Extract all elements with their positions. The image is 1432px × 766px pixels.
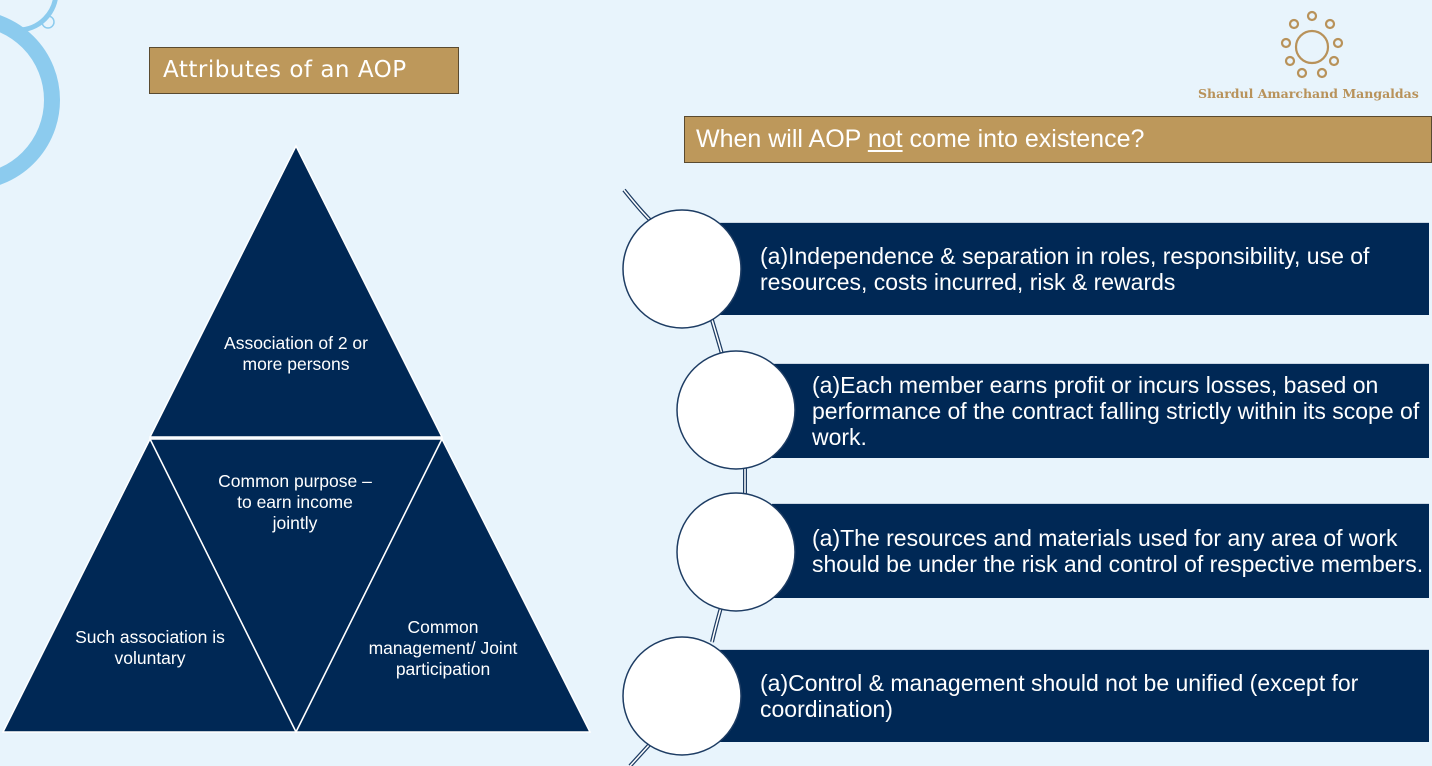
triangle-bottom-left (1, 437, 298, 733)
timeline-node (622, 209, 742, 329)
triangle-diagram (1, 144, 592, 734)
timeline-node (622, 636, 742, 756)
decor-ring-large (0, 15, 60, 185)
condition-item: (a)Control & management should not be un… (720, 649, 1429, 742)
condition-item: (a)The resources and materials used for … (772, 503, 1429, 598)
condition-text: (a)Independence & separation in roles, r… (760, 243, 1370, 295)
timeline-node (676, 350, 796, 470)
condition-text: (a)The resources and materials used for … (812, 525, 1424, 577)
decorative-circles (0, 0, 60, 185)
title-before: When will AOP (696, 125, 868, 153)
title-emphasis: not (867, 125, 903, 153)
logo-text: Shardul Amarchand Mangaldas (1198, 86, 1419, 101)
timeline-node (676, 492, 796, 612)
condition-item: (a)Independence & separation in roles, r… (720, 222, 1429, 315)
sun-dots-icon (1280, 10, 1344, 79)
triangle-bottom-right (294, 437, 592, 733)
decor-dot (41, 15, 55, 29)
triangle-top-label: Association of 2 or more persons (224, 333, 368, 374)
triangle-center-label: Common purpose – to earn income jointly (218, 471, 372, 533)
title-after: come into existence? (902, 125, 1145, 153)
triangle-top (148, 144, 444, 438)
triangle-bottom-right-label: Common management/ Joint participation (368, 617, 518, 679)
triangle-bottom-left-label: Such association is voluntary (75, 627, 225, 668)
attributes-title: Attributes of an AOP (149, 47, 459, 94)
condition-text: (a)Control & management should not be un… (760, 670, 1359, 722)
condition-text: (a)Each member earns profit or incurs lo… (812, 372, 1420, 450)
aop-not-exist-title: When will AOP not come into existence? (684, 116, 1432, 163)
condition-item: (a)Each member earns profit or incurs lo… (772, 363, 1429, 458)
